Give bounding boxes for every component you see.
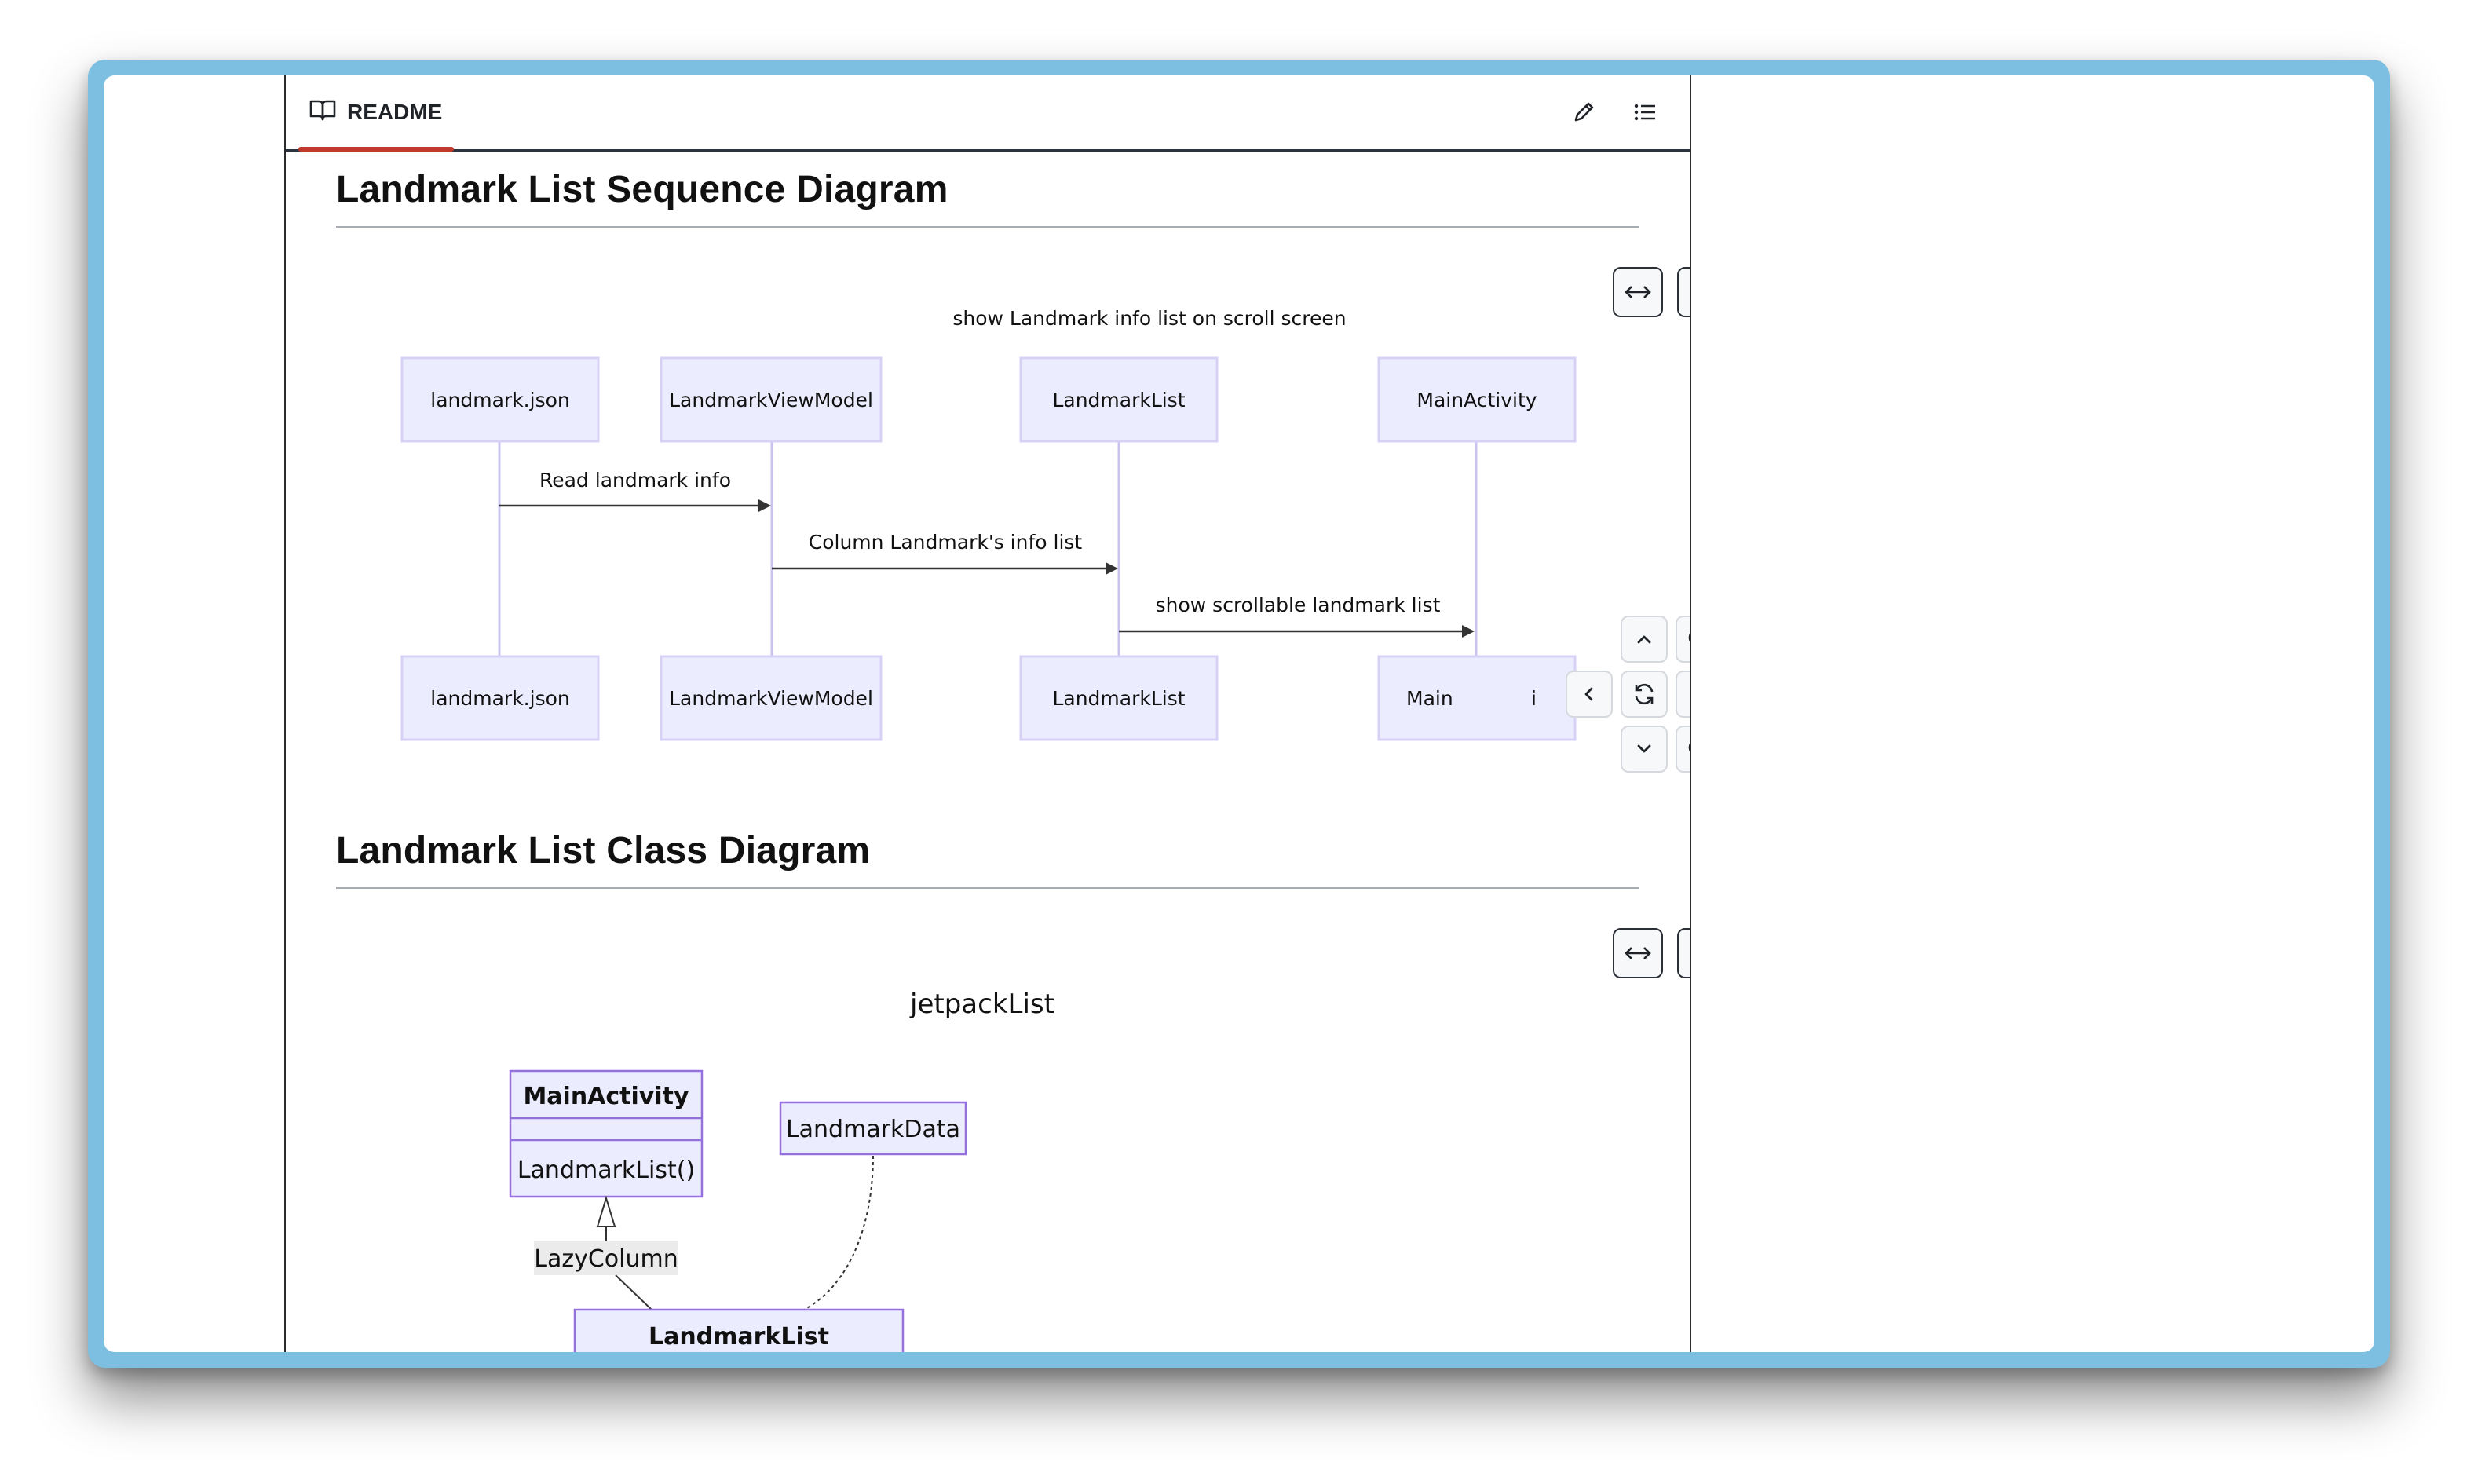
pan-up-button[interactable]: [1621, 616, 1668, 663]
sequence-diagram-heading: Landmark List Sequence Diagram: [336, 169, 948, 210]
reset-view-button[interactable]: [1621, 671, 1668, 718]
sequence-diagram-title: show Landmark info list on scroll screen: [952, 307, 1346, 330]
heading-divider: [336, 226, 1639, 228]
readme-tab-label: README: [347, 100, 443, 124]
pencil-icon[interactable]: [1566, 94, 1602, 130]
expand-diagram-button[interactable]: [1613, 267, 1663, 317]
relation-line: [615, 1274, 652, 1310]
actor-label: LandmarkViewModel: [669, 389, 873, 411]
copy-diagram-button[interactable]: [1677, 928, 1690, 978]
actor-label: i: [1531, 687, 1537, 710]
pan-left-button[interactable]: [1566, 671, 1613, 718]
actor-box: [1019, 356, 1219, 443]
relation-label: LazyColumn: [534, 1245, 678, 1273]
class-name: MainActivity: [523, 1083, 689, 1110]
actor-label: landmark.json: [430, 389, 569, 411]
actor-label: LandmarkList: [1052, 389, 1185, 411]
actor-box: [660, 356, 883, 443]
inheritance-arrowhead: [596, 1195, 616, 1227]
expand-diagram-button[interactable]: [1613, 928, 1663, 978]
zoom-out-button[interactable]: [1676, 726, 1690, 773]
readme-tab[interactable]: README: [298, 75, 454, 152]
actor-label: LandmarkList: [1052, 687, 1185, 710]
actor-label: MainActivity: [1416, 389, 1537, 411]
dependency-line: [803, 1155, 874, 1310]
copy-diagram-button[interactable]: [1677, 267, 1690, 317]
sequence-diagram: show Landmark info list on scroll screen…: [400, 307, 1577, 741]
class-diagram: jetpackList MainActivity LandmarkList() …: [509, 989, 1054, 1352]
class-box-landmark-data: [779, 1101, 967, 1156]
message-label: Column Landmark's info list: [809, 531, 1083, 554]
zoom-in-button[interactable]: [1676, 616, 1690, 663]
class-diagram-title: jetpackList: [909, 989, 1054, 1020]
actor-box: [660, 655, 883, 741]
arrowhead: [758, 499, 771, 512]
message-label: Read landmark info: [539, 469, 731, 492]
class-diagram-heading: Landmark List Class Diagram: [336, 830, 871, 872]
actor-box: [1377, 356, 1577, 443]
class-name: LandmarkList: [649, 1323, 829, 1351]
heading-divider: [336, 887, 1639, 889]
class-method: LandmarkList(): [517, 1157, 695, 1184]
readme-header: README: [286, 75, 1690, 152]
actor-label: landmark.json: [430, 687, 569, 710]
active-tab-indicator: [298, 147, 454, 152]
readme-panel: README Landmark List Sequence Diagram sh…: [284, 75, 1691, 1352]
pan-down-button[interactable]: [1621, 726, 1668, 773]
class-box-landmark-list: [573, 1308, 905, 1352]
actor-box: [400, 655, 600, 741]
actor-box: [400, 356, 600, 443]
pan-right-button[interactable]: [1676, 671, 1690, 718]
class-name: LandmarkData: [786, 1116, 960, 1143]
actor-label: LandmarkViewModel: [669, 687, 873, 710]
arrowhead: [1106, 562, 1118, 575]
window: README Landmark List Sequence Diagram sh…: [104, 75, 2374, 1352]
relation-label-bg: [534, 1241, 678, 1275]
class-box-main-activity: [509, 1069, 704, 1198]
book-icon: [309, 98, 336, 127]
actor-label: Main: [1406, 687, 1453, 710]
arrowhead: [1462, 625, 1475, 638]
list-icon[interactable]: [1627, 94, 1663, 130]
message-label: show scrollable landmark list: [1156, 594, 1441, 616]
actor-box: [1019, 655, 1219, 741]
